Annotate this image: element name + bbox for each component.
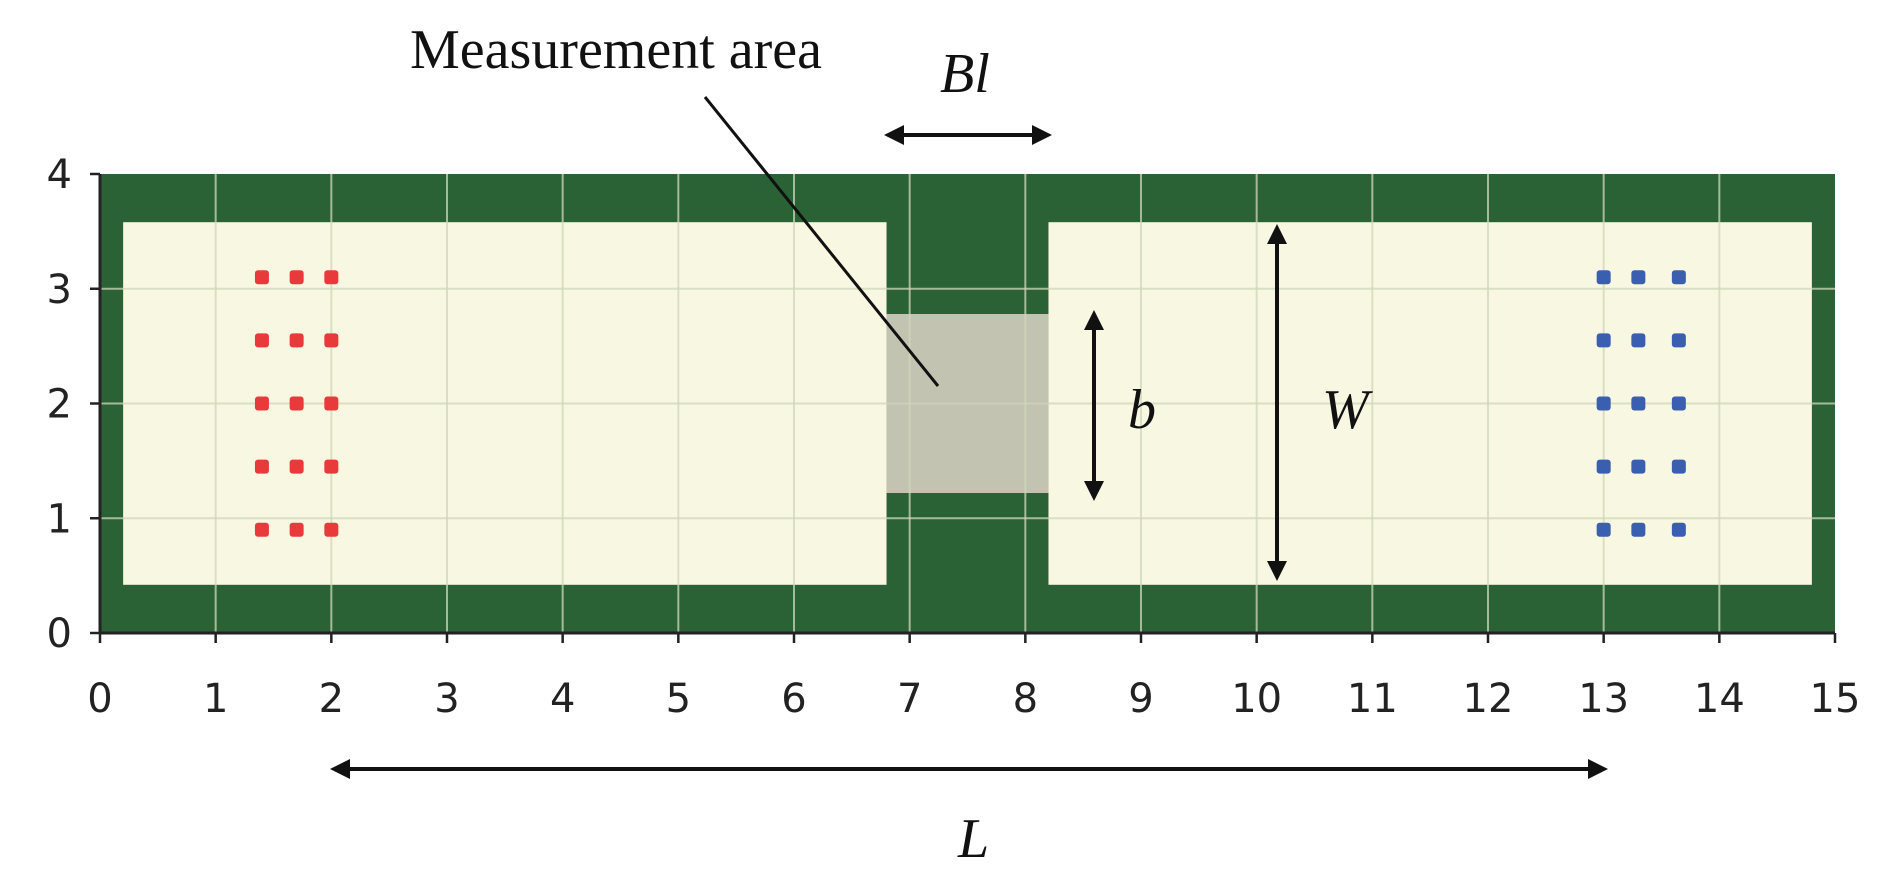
blue-agent-marker	[1631, 522, 1646, 537]
blue-agent-marker	[1671, 270, 1686, 285]
blue-agent-marker	[1596, 459, 1611, 474]
red-agent-marker	[324, 396, 339, 411]
x-tick-label: 8	[1013, 676, 1038, 722]
blue-agent-marker	[1596, 270, 1611, 285]
x-tick-label: 10	[1231, 676, 1282, 722]
x-tick-label: 9	[1128, 676, 1153, 722]
red-agent-marker	[254, 333, 269, 348]
measurement-area-label: Measurement area	[410, 19, 822, 81]
x-tick-label: 6	[781, 676, 806, 722]
blue-agent-marker	[1631, 459, 1646, 474]
x-tick-label: 1	[203, 676, 228, 722]
x-tick-label: 7	[897, 676, 922, 722]
red-agent-marker	[254, 459, 269, 474]
x-tick-label: 5	[666, 676, 691, 722]
red-agent-marker	[324, 270, 339, 285]
red-agent-marker	[289, 459, 304, 474]
red-agent-marker	[324, 333, 339, 348]
blue-agent-marker	[1596, 396, 1611, 411]
blue-agent-marker	[1671, 459, 1686, 474]
x-tick-label: 3	[434, 676, 459, 722]
red-agent-marker	[324, 459, 339, 474]
l-label: L	[957, 808, 989, 870]
blue-agent-marker	[1671, 333, 1686, 348]
red-agent-marker	[254, 396, 269, 411]
plot-area	[100, 174, 1835, 633]
blue-agent-marker	[1596, 522, 1611, 537]
x-tick-label: 11	[1347, 676, 1398, 722]
x-tick-label: 13	[1578, 676, 1629, 722]
red-agent-marker	[289, 396, 304, 411]
red-agent-marker	[324, 522, 339, 537]
blue-agent-marker	[1631, 270, 1646, 285]
red-agent-marker	[254, 522, 269, 537]
blue-agent-marker	[1671, 396, 1686, 411]
bl-label: Bl	[940, 43, 990, 105]
blue-agent-marker	[1596, 333, 1611, 348]
agents	[254, 270, 1686, 537]
red-agent-marker	[289, 522, 304, 537]
b-label: b	[1128, 379, 1156, 441]
red-agent-marker	[254, 270, 269, 285]
y-tick-label: 3	[47, 267, 72, 313]
blue-agent-marker	[1631, 396, 1646, 411]
w-label: W	[1322, 379, 1373, 441]
blue-agent-marker	[1671, 522, 1686, 537]
x-tick-label: 2	[319, 676, 344, 722]
measurement-leader-line	[703, 96, 940, 387]
red-agent-marker	[289, 333, 304, 348]
annotations: Measurement area Bl b W L	[330, 19, 1608, 870]
x-tick-label: 0	[87, 676, 112, 722]
x-tick-label: 4	[550, 676, 575, 722]
x-tick-label: 15	[1810, 676, 1861, 722]
red-agent-marker	[289, 270, 304, 285]
blue-agent-marker	[1631, 333, 1646, 348]
y-tick-label: 2	[47, 382, 72, 428]
x-tick-label: 12	[1463, 676, 1514, 722]
x-tick-label: 14	[1694, 676, 1745, 722]
y-tick-label: 1	[47, 496, 72, 542]
y-tick-label: 4	[47, 152, 72, 198]
y-tick-label: 0	[47, 611, 72, 657]
